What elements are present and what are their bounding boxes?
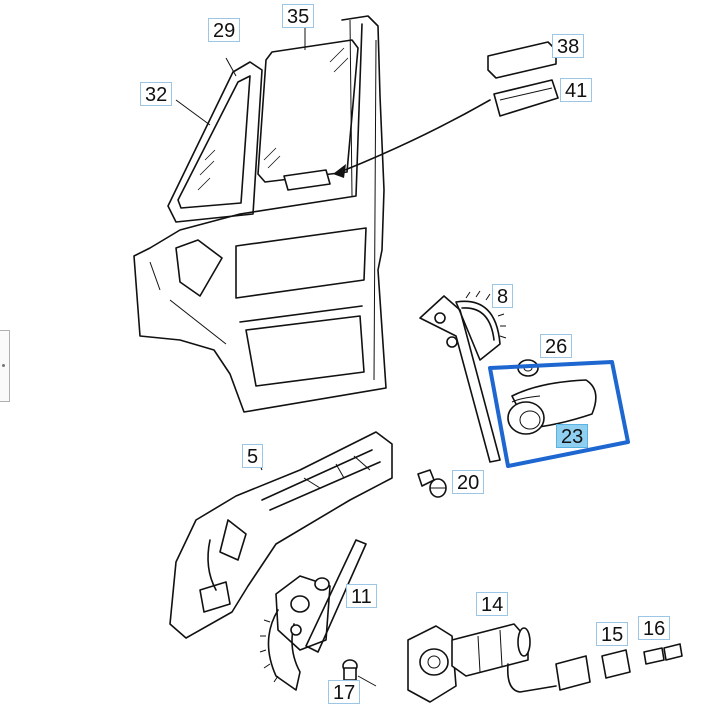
quarter-vent-glass: [167, 57, 263, 223]
callout-8[interactable]: 8: [492, 284, 514, 308]
callout-11[interactable]: 11: [346, 584, 377, 608]
door-window-glass: [257, 28, 359, 191]
callout-32[interactable]: 32: [140, 82, 173, 106]
callout-14[interactable]: 14: [476, 592, 509, 616]
callout-35[interactable]: 35: [282, 4, 315, 28]
callout-15[interactable]: 15: [596, 622, 629, 646]
window-regulator-right: [419, 290, 507, 463]
window-regulator-frame: [169, 431, 393, 639]
highlight-box-23: [488, 360, 630, 468]
guide-rails: [487, 41, 559, 117]
callout-23[interactable]: 23: [556, 424, 589, 448]
rail-arrow: [333, 99, 491, 178]
left-edge-tab[interactable]: [0, 330, 10, 402]
connector-15: [555, 649, 631, 691]
callout-38[interactable]: 38: [552, 34, 585, 58]
connector-16: [643, 643, 683, 665]
callout-5[interactable]: 5: [242, 444, 264, 468]
screw-20: [417, 469, 447, 498]
callout-16[interactable]: 16: [638, 616, 671, 640]
window-motor: [407, 623, 557, 703]
callout-26[interactable]: 26: [540, 334, 573, 358]
callout-29[interactable]: 29: [208, 18, 241, 42]
callout-41[interactable]: 41: [560, 78, 593, 102]
callout-20[interactable]: 20: [452, 470, 485, 494]
callout-17[interactable]: 17: [328, 680, 361, 704]
window-regulator-left: [259, 539, 367, 691]
